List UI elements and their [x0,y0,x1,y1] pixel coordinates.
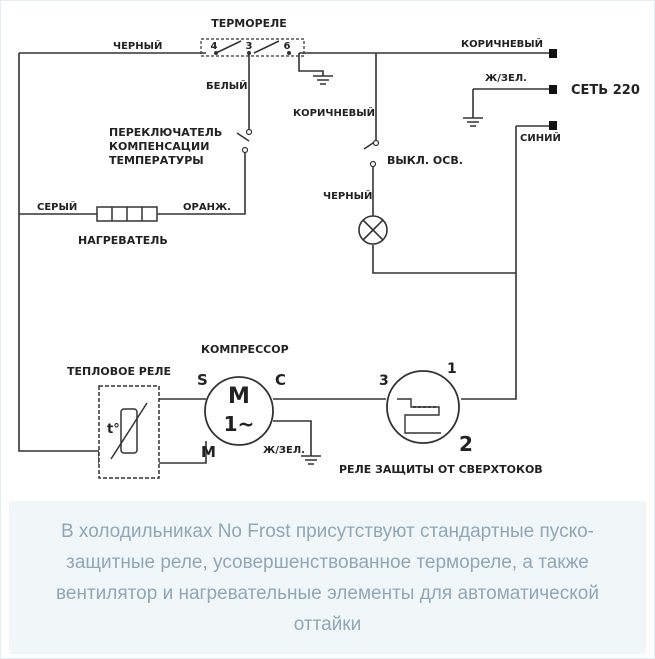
compressor-label: КОМПРЕССОР [201,343,289,356]
thermostat-box [200,38,305,57]
wire-label-yellow-green: Ж/ЗЕЛ. [485,73,527,84]
thermostat-pin-label: 3 [246,41,253,52]
terminal-label-m: M [201,443,216,461]
overcurrent-relay-icon [386,370,460,444]
mains-label: СЕТЬ 220 [571,83,640,98]
thermostat-pin-label: 4 [211,41,218,52]
ground-icon [301,455,321,465]
thermal-relay-icon [98,385,160,479]
thermal-symbol: t° [107,422,120,437]
ground-icon [313,75,333,85]
mains-terminal-icon [549,49,557,58]
switch-label: ТЕМПЕРАТУРЫ [109,154,204,167]
overcurrent-relay-label: РЕЛЕ ЗАЩИТЫ ОТ СВЕРХТОКОВ [339,463,543,476]
thermostat-pin-label: 6 [284,41,291,52]
switch-contact-icon [372,139,380,147]
switch-contact-icon [369,160,377,168]
terminal-dot [214,51,218,55]
heater-label: НАГРЕВАТЕЛЬ [78,234,168,247]
wire-label-orange: ОРАНЖ. [183,202,231,213]
terminal-dot [247,51,251,55]
compressor-motor-icon [204,376,274,446]
motor-symbol-m: M [228,384,250,409]
terminal-label-c: C [275,371,286,389]
wires [18,40,549,464]
relay-pin-label: 3 [379,373,389,389]
caption-box: В холодильниках No Frost присутствуют ст… [9,501,646,654]
wire-label-blue: СИНИЙ [520,131,561,144]
ground-icon [463,117,483,127]
lamp-icon [358,215,388,245]
thermal-relay-label: ТЕПЛОВОЕ РЕЛЕ [67,365,171,378]
wire-label-black-lamp: ЧЕРНЫЙ [323,189,372,202]
relay-pin-label: 1 [447,361,457,377]
wire-label-gray: СЕРЫЙ [37,200,77,213]
relay-pin-label: 2 [459,432,473,456]
switch-contact-icon [245,128,253,136]
heater-icon [96,206,158,222]
thermostat-label: ТЕРМОРЕЛЕ [211,17,287,30]
light-switch-label: ВЫКЛ. ОСВ. [387,154,463,167]
wire-label-brown-mid: КОРИЧНЕВЫЙ [293,106,375,119]
motor-symbol-phase: 1~ [224,412,255,436]
wire-label-yellow-green-bottom: Ж/ЗЕЛ. [263,445,305,456]
terminal-dot [287,51,291,55]
wire-label-brown: КОРИЧНЕВЫЙ [461,37,543,50]
caption-text: В холодильниках No Frost присутствуют ст… [56,520,599,635]
switch-label: КОМПЕНСАЦИИ [109,140,209,153]
switch-contact-icon [241,146,249,154]
terminal-label-s: S [197,371,208,389]
wiring-diagram: ТЕРМОРЕЛЕ 4 3 6 ЧЕРНЫЙ КОРИЧНЕВЫЙ БЕЛЫЙ … [18,17,640,479]
wire-label-black: ЧЕРНЫЙ [113,39,162,52]
mains-terminal-icon [549,121,557,130]
wire-label-white: БЕЛЫЙ [206,79,248,92]
mains-terminal-icon [549,85,557,94]
switch-label: ПЕРЕКЛЮЧАТЕЛЬ [109,126,222,139]
